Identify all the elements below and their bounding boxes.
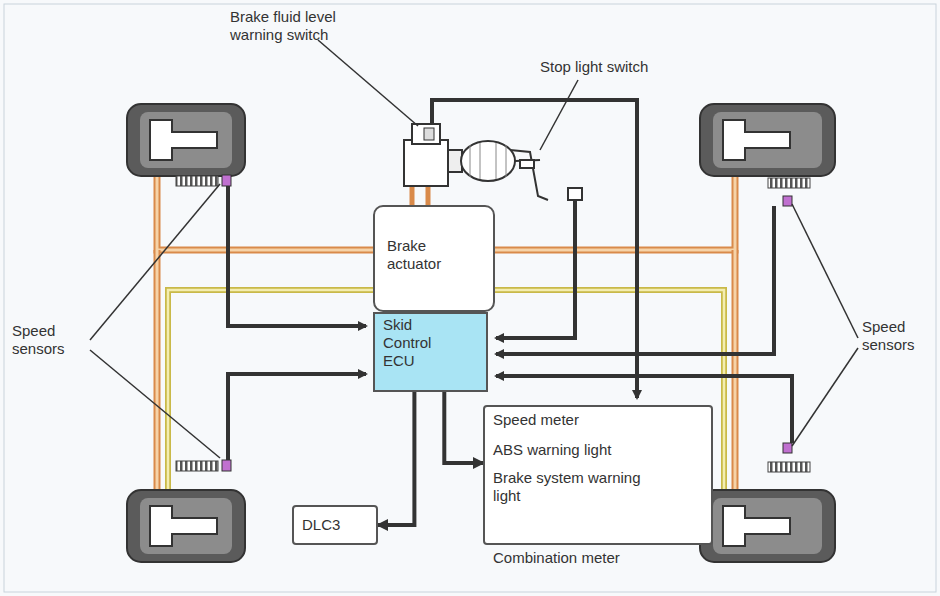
brake-pedal <box>510 150 548 200</box>
signal-arrow <box>378 392 414 525</box>
sensor-rotor <box>768 462 810 472</box>
box-text: Skid Control ECU <box>383 316 445 370</box>
connector-box: DLC3 <box>292 505 378 545</box>
stop-light-switch <box>568 188 582 200</box>
box-text: Brake actuator <box>387 237 467 273</box>
leader-line <box>90 40 858 458</box>
wheel <box>700 490 835 562</box>
signal-arrow <box>444 392 483 463</box>
meter-box: Speed meterABS warning lightBrake system… <box>483 405 713 545</box>
wheel <box>127 490 245 562</box>
box-text: Brake system warning light <box>493 469 643 505</box>
speed-sensor <box>222 460 231 471</box>
box-text: ABS warning light <box>493 441 643 459</box>
part-label: Brake fluid level warning switch <box>230 8 350 44</box>
frame-border <box>4 4 936 592</box>
sensor-rotor <box>176 176 218 186</box>
box-heading: Combination meter <box>493 549 620 567</box>
part-label: Stop light switch <box>540 58 710 76</box>
wheel <box>127 104 245 176</box>
box-text: Speed meter <box>493 411 643 429</box>
speed-sensor <box>222 175 231 186</box>
master-cylinder <box>404 124 448 186</box>
speed-sensor <box>783 196 792 206</box>
brake-booster <box>448 141 515 181</box>
sensor-rotor <box>768 178 810 188</box>
wheel <box>700 104 835 176</box>
part-label: Speed sensors <box>12 322 90 358</box>
speed-sensor <box>783 443 792 453</box>
sensor-rotor <box>176 461 218 471</box>
actuator-box: Brake actuator <box>373 205 495 312</box>
ecu-box: Skid Control ECU <box>373 312 488 392</box>
box-text: DLC3 <box>302 516 372 534</box>
part-label: Speed sensors <box>862 318 932 354</box>
